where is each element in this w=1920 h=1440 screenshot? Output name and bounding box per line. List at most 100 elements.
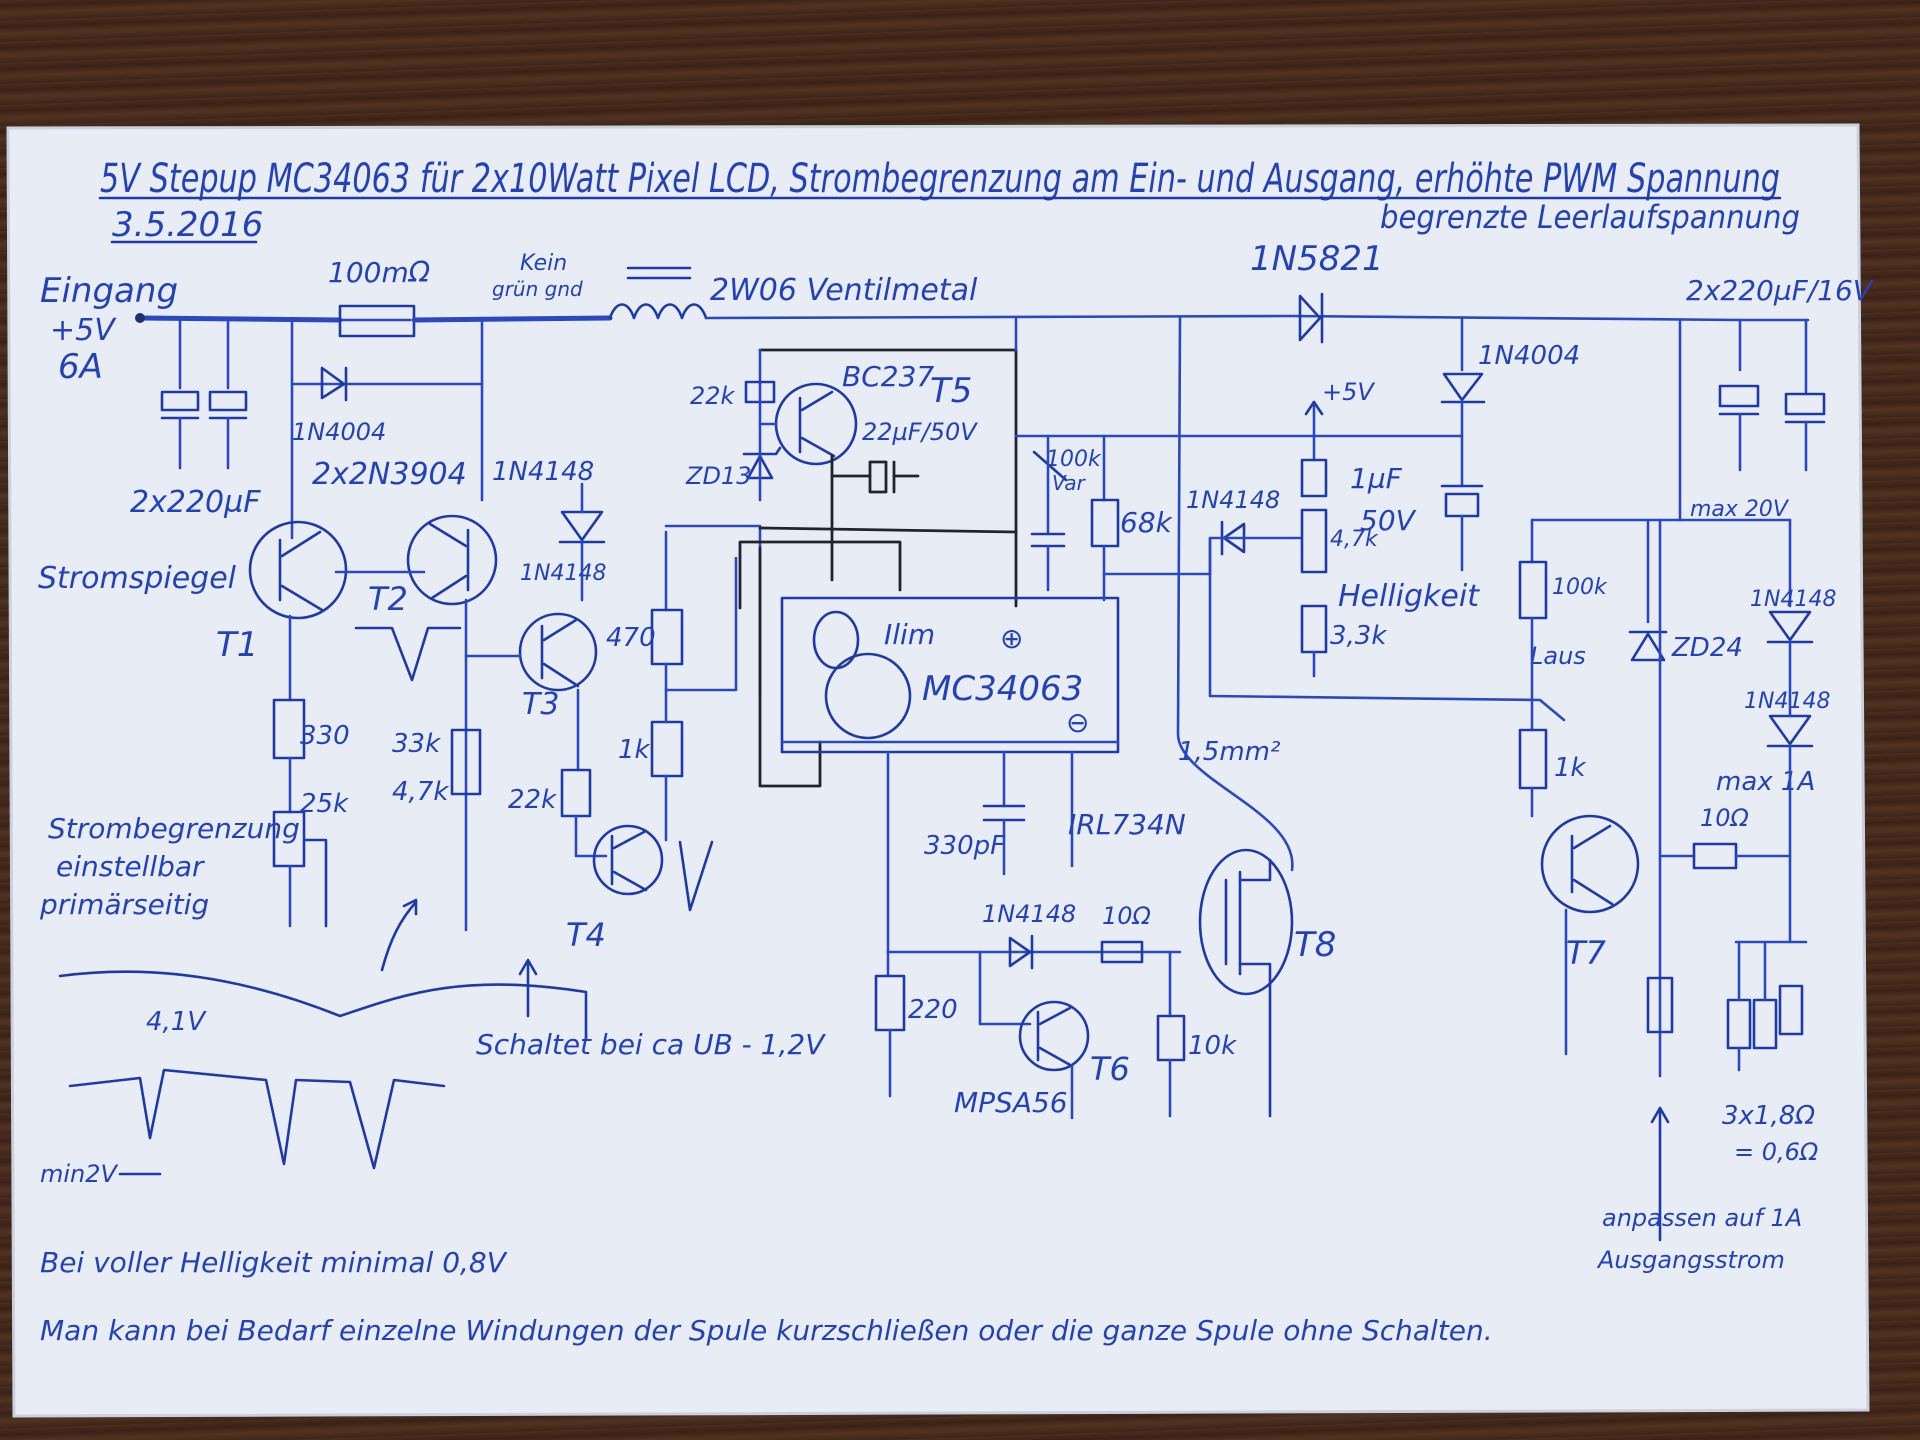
label-t3: T3 (522, 687, 559, 722)
label-input-v: +5V (50, 313, 117, 348)
t3-collector (542, 662, 580, 688)
t1-collector (280, 584, 324, 612)
transistor-t2 (406, 514, 498, 606)
zener-zd13-bar (742, 446, 782, 456)
label-t7: T7 (1566, 934, 1607, 972)
cout2 (1784, 392, 1826, 416)
mosfet-t8 (1198, 848, 1294, 996)
label-bright: Helligkeit (1338, 579, 1480, 614)
ic-plus-pin: ⊕ (1000, 622, 1023, 655)
plus5-arrow (1304, 400, 1324, 416)
label-switch: Schaltet bei ca UB - 1,2V (476, 1028, 826, 1061)
label-t2: T2 (368, 580, 408, 618)
label-adjust-2: Ausgangsstrom (1596, 1246, 1785, 1274)
t6-emitter (1038, 1006, 1072, 1026)
ic-internal-oscillator (812, 610, 860, 670)
label-no-ground-2: grün gnd (492, 277, 583, 301)
t2-emitter (428, 522, 468, 548)
zener-zd24 (1630, 632, 1666, 662)
inductor-coil (608, 303, 708, 320)
t6-base-wire (978, 950, 1032, 1026)
label-pot47: 4,7k (1330, 527, 1379, 552)
label-no-ground: Kein (520, 251, 567, 276)
rail-seg-4 (1288, 314, 1742, 322)
wave-pointer (380, 900, 418, 972)
label-led-1: 1N4148 (1750, 587, 1836, 612)
paper-edge (6, 123, 1870, 1418)
input-rail-thick (137, 315, 343, 323)
label-ic: MC34063 (922, 669, 1083, 709)
paper-sheet (8, 125, 1868, 1416)
var-arrow (1032, 450, 1068, 482)
t4-collector (612, 830, 646, 850)
label-bc237: BC237 (842, 360, 934, 393)
r1k-node-to-ic (664, 556, 738, 692)
label-r22k-b: 22k (690, 382, 736, 410)
label-r68k: 68k (1120, 506, 1174, 539)
label-1n4148-b: 1N4148 (982, 900, 1076, 928)
label-r10-b: 10Ω (1700, 804, 1750, 832)
transistor-t6 (1018, 1000, 1090, 1072)
label-c330: 330pF (924, 831, 1006, 861)
pot-wiper (304, 838, 328, 928)
label-max20: max 20V (1690, 497, 1790, 522)
brace-sketch (58, 970, 588, 1042)
label-irl: IRL734N (1068, 808, 1186, 841)
r22k-to-t4 (574, 814, 608, 858)
r-pot-top (1300, 458, 1328, 498)
schottky-diode (1298, 294, 1322, 342)
label-mps: MPSA56 (954, 1086, 1068, 1119)
diode-1n4148-b (1008, 936, 1032, 968)
label-t4: T4 (566, 916, 606, 954)
diode-1n4004 (320, 366, 346, 400)
label-wire-cs: 1,5mm² (1178, 737, 1280, 767)
label-1n4004: 1N4004 (292, 418, 386, 446)
t2-pulse-sketch (354, 626, 462, 682)
r33k (450, 728, 482, 796)
label-cap22: 22µF/50V (862, 418, 978, 446)
rail-seg-3 (704, 314, 1292, 320)
t6-collector (1038, 1046, 1074, 1068)
cin1 (160, 390, 200, 412)
pwm-waveform (68, 1068, 446, 1170)
label-t8: T8 (1294, 925, 1336, 965)
cin2 (208, 390, 248, 412)
t3-emitter (542, 618, 578, 642)
transistor-t7 (1540, 814, 1640, 914)
label-r10k: 10k (1188, 1031, 1237, 1061)
label-schottky: 1N5821 (1250, 239, 1384, 279)
label-r10: 10Ω (1102, 902, 1152, 930)
t5-emitter (800, 436, 836, 458)
label-input: Eingang (40, 271, 178, 311)
label-1n4148: 1N4148 (492, 457, 594, 487)
wave-pointer-head (402, 898, 418, 916)
ic-sense-wire (758, 526, 1018, 534)
label-wave-min: min2V (40, 1160, 119, 1188)
label-adjust: anpassen auf 1A (1602, 1204, 1802, 1232)
label-t6: T6 (1090, 1050, 1130, 1088)
label-r470: 470 (606, 623, 656, 653)
pot-47k (1300, 508, 1328, 574)
title-continuation: begrenzte Leerlaufspannung (1380, 198, 1800, 236)
label-r22k: 22k (508, 785, 557, 815)
label-r33k-b: 3,3k (1330, 621, 1387, 651)
label-led-2: 1N4148 (1744, 689, 1830, 714)
sense-resistor (1646, 976, 1674, 1034)
label-mirror: Stromspiegel (38, 561, 237, 596)
t4-edge-sketch (678, 840, 714, 912)
label-zd13: ZD13 (685, 462, 751, 490)
label-strom-b3: primärseitig (39, 888, 209, 921)
label-r220: 220 (908, 995, 958, 1025)
label-r100k-b: 100k (1552, 575, 1608, 600)
label-strom-b: Strombegrenzung (48, 812, 300, 845)
label-ilim: Ilim (884, 618, 935, 651)
switch-pointer-head (518, 958, 538, 976)
label-strom-b2: einstellbar (56, 850, 205, 883)
t7-collector (1572, 878, 1614, 906)
diode-1n4004-out (1442, 372, 1484, 402)
bright-to-out (1208, 536, 1566, 722)
label-r3x: 3x1,8Ω (1722, 1101, 1815, 1131)
label-t1: T1 (216, 625, 258, 665)
label-r25k: 25k (300, 789, 349, 819)
